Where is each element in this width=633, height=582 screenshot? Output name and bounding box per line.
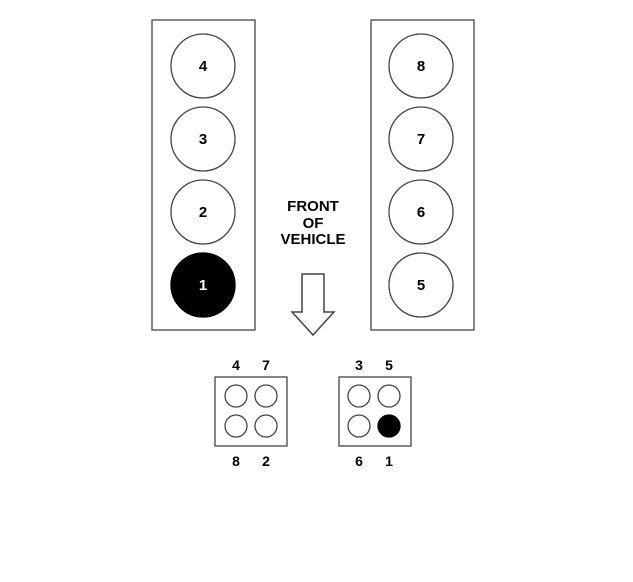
coil-terminal-label: 2 — [262, 453, 270, 469]
cylinder-circle — [170, 106, 236, 172]
cylinder: 2 — [170, 179, 236, 245]
coil-pack-outline — [338, 376, 412, 447]
front-label-line2: OF — [303, 215, 324, 232]
cylinder-circle — [388, 33, 454, 99]
right-cylinder-bank: 8 7 6 5 — [370, 19, 475, 331]
coil-terminal — [377, 414, 401, 438]
cylinder-circle — [170, 252, 236, 318]
coil-terminal-label: 3 — [355, 357, 363, 373]
cylinder-circle — [170, 179, 236, 245]
cylinder-circle — [388, 179, 454, 245]
cylinder-circle — [388, 252, 454, 318]
cylinder-number: 8 — [417, 58, 425, 75]
cylinder: 1 — [170, 252, 236, 318]
coil-terminal — [254, 384, 278, 408]
cylinder: 8 — [388, 33, 454, 99]
coil-terminal — [224, 384, 248, 408]
coil-terminal-label: 1 — [385, 453, 393, 469]
cylinder: 3 — [170, 106, 236, 172]
cylinder-number: 2 — [199, 204, 207, 221]
coil-terminal-label: 6 — [355, 453, 363, 469]
cylinder: 4 — [170, 33, 236, 99]
coil-pack-outline — [214, 376, 288, 447]
coil-terminal — [254, 414, 278, 438]
right-coil-pack: 3 5 6 1 — [338, 357, 412, 469]
cylinder: 6 — [388, 179, 454, 245]
coil-terminal-label: 8 — [232, 453, 240, 469]
down-arrow-icon — [290, 273, 336, 337]
cylinder: 7 — [388, 106, 454, 172]
left-coil-pack: 4 7 8 2 — [214, 357, 288, 469]
coil-terminal-label: 4 — [232, 357, 240, 373]
coil-terminal — [347, 384, 371, 408]
coil-terminal — [224, 414, 248, 438]
front-label-line1: FRONT — [287, 198, 339, 215]
cylinder-number: 6 — [417, 204, 425, 221]
coil-terminal-label: 7 — [262, 357, 270, 373]
cylinder-circle — [388, 106, 454, 172]
cylinder-number: 3 — [199, 131, 207, 148]
cylinder: 5 — [388, 252, 454, 318]
right-bank-outline — [370, 19, 475, 331]
cylinder-number: 5 — [417, 277, 425, 294]
cylinder-number: 1 — [199, 277, 207, 294]
left-bank-outline — [151, 19, 256, 331]
cylinder-number: 7 — [417, 131, 425, 148]
left-cylinder-bank: 4 3 2 1 — [151, 19, 256, 331]
cylinder-number: 4 — [199, 58, 208, 75]
coil-terminal-label: 5 — [385, 357, 393, 373]
coil-terminal — [377, 384, 401, 408]
cylinder-circle — [170, 33, 236, 99]
front-of-vehicle-label: FRONT OF VEHICLE — [280, 198, 345, 248]
coil-terminal — [347, 414, 371, 438]
front-label-line3: VEHICLE — [280, 231, 345, 248]
